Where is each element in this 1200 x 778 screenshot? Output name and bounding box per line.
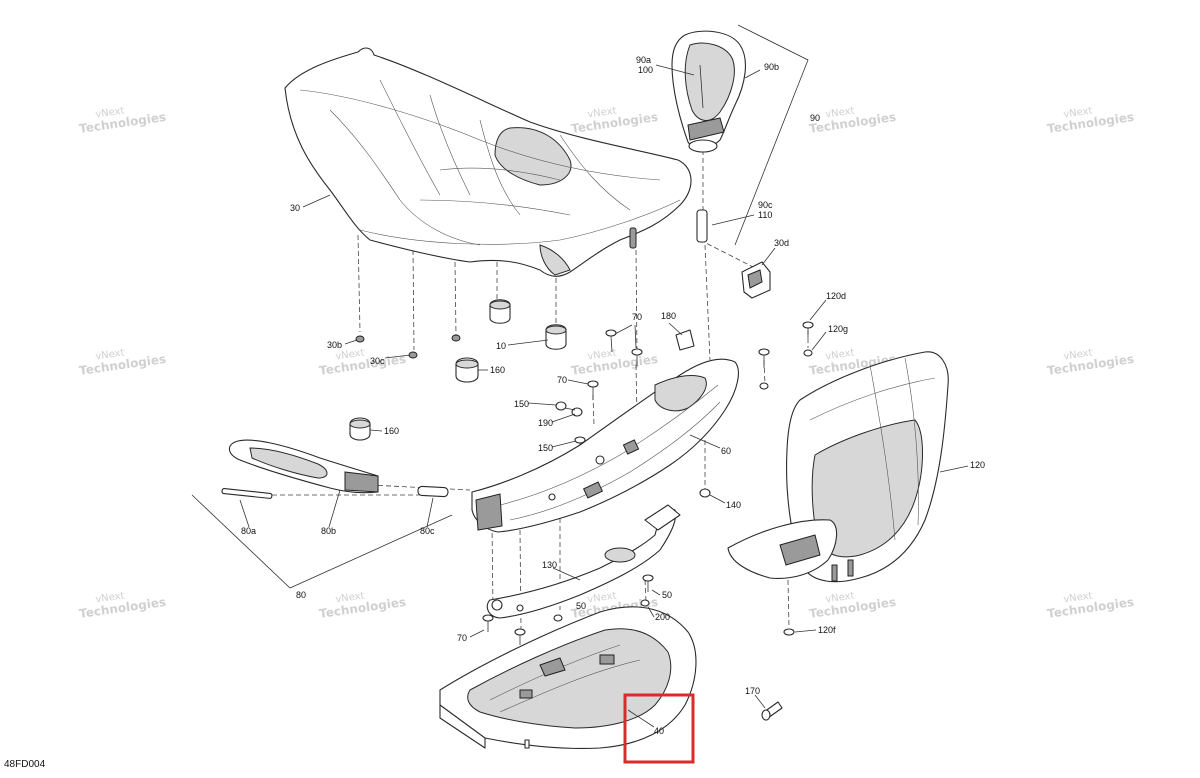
callout-120d[interactable]: 120d: [826, 291, 846, 301]
callout-70-bottom[interactable]: 70: [457, 633, 467, 643]
bolt: [605, 329, 617, 353]
watermark: vNext Technologies: [808, 590, 897, 620]
svg-text:vNext: vNext: [587, 347, 618, 362]
callout-100[interactable]: 100: [638, 65, 653, 75]
bolt: [758, 348, 770, 368]
part-backrest-pad: [671, 30, 746, 243]
part-center-frame: [471, 358, 739, 533]
watermark: vNext Technologies: [570, 347, 659, 377]
callout-90[interactable]: 90: [810, 113, 820, 123]
bolt: [802, 321, 814, 338]
watermark: vNext Technologies: [1046, 347, 1135, 377]
watermark: vNext Technologies: [78, 105, 167, 135]
callout-90c[interactable]: 90c: [758, 200, 773, 210]
callout-40[interactable]: 40: [654, 726, 664, 736]
callout-120g[interactable]: 120g: [828, 324, 848, 334]
callout-140[interactable]: 140: [726, 500, 741, 510]
bolt: [642, 574, 654, 592]
callout-70-top[interactable]: 70: [632, 312, 642, 322]
callout-90a[interactable]: 90a: [636, 55, 651, 65]
bolts: [482, 321, 814, 721]
callout-160-lower[interactable]: 160: [384, 426, 399, 436]
callout-70-mid[interactable]: 70: [557, 375, 567, 385]
svg-text:vNext: vNext: [825, 347, 856, 362]
callout-80[interactable]: 80: [296, 590, 306, 600]
callout-30d[interactable]: 30d: [774, 238, 789, 248]
svg-text:vNext: vNext: [335, 590, 366, 605]
svg-text:vNext: vNext: [587, 105, 618, 120]
callout-90b[interactable]: 90b: [764, 62, 779, 72]
svg-text:vNext: vNext: [95, 590, 126, 605]
bolt: [482, 614, 494, 632]
watermark: vNext Technologies: [1046, 105, 1135, 135]
part-clip-30d: [741, 261, 771, 299]
svg-text:vNext: vNext: [95, 347, 126, 362]
svg-text:vNext: vNext: [1063, 590, 1094, 605]
callout-30c[interactable]: 30c: [370, 356, 385, 366]
callout-180[interactable]: 180: [661, 311, 676, 321]
callout-190[interactable]: 190: [538, 418, 553, 428]
watermark: vNext Technologies: [78, 347, 167, 377]
callout-50-right[interactable]: 50: [662, 590, 672, 600]
bushing-part: [696, 209, 708, 243]
pin-170: [761, 701, 783, 721]
callout-60[interactable]: 60: [721, 446, 731, 456]
part-handle: [221, 439, 449, 499]
part-bracket: [486, 504, 681, 619]
part-backrest: [727, 351, 949, 583]
bolt: [631, 348, 643, 366]
callout-120[interactable]: 120: [970, 460, 985, 470]
callout-150-upper[interactable]: 150: [514, 399, 529, 409]
seat-latch: [629, 227, 637, 249]
callout-80a[interactable]: 80a: [241, 526, 256, 536]
callout-80c[interactable]: 80c: [420, 526, 435, 536]
callout-80b[interactable]: 80b: [321, 526, 336, 536]
callout-130[interactable]: 130: [542, 560, 557, 570]
leader-lines: [239, 64, 969, 728]
part-seat: [284, 47, 692, 277]
svg-text:vNext: vNext: [825, 105, 856, 120]
callout-160-upper[interactable]: 160: [490, 365, 505, 375]
bolt: [514, 628, 526, 645]
callout-120f[interactable]: 120f: [818, 625, 836, 635]
assembly-brackets: [191, 24, 809, 589]
callout-150-lower[interactable]: 150: [538, 443, 553, 453]
bracket-80: [191, 494, 453, 589]
svg-text:vNext: vNext: [335, 347, 366, 362]
svg-text:vNext: vNext: [1063, 347, 1094, 362]
diagram-code: 48FD004: [4, 759, 46, 770]
watermark: vNext Technologies: [1046, 590, 1135, 620]
callout-10[interactable]: 10: [496, 341, 506, 351]
watermark: vNext Technologies: [318, 590, 407, 620]
watermark: vNext Technologies: [78, 590, 167, 620]
svg-text:vNext: vNext: [95, 105, 126, 120]
callout-110[interactable]: 110: [758, 210, 772, 220]
callout-200[interactable]: 200: [655, 612, 670, 622]
watermark: vNext Technologies: [570, 105, 659, 135]
callout-30b[interactable]: 30b: [327, 340, 342, 350]
bracket-90: [734, 24, 809, 246]
callout-170[interactable]: 170: [745, 686, 760, 696]
callout-50-center[interactable]: 50: [576, 601, 586, 611]
svg-text:vNext: vNext: [587, 590, 618, 605]
highlight-box: [623, 693, 695, 764]
bolt: [587, 380, 599, 400]
callout-30[interactable]: 30: [290, 203, 300, 213]
svg-text:vNext: vNext: [825, 590, 856, 605]
bolt: [555, 401, 576, 411]
svg-text:vNext: vNext: [1063, 105, 1094, 120]
callouts: 90a 100 90b 90 30 90c 110 30d 30b 30c 10…: [241, 55, 985, 736]
assembly-axes: [264, 150, 809, 631]
watermark: vNext Technologies: [808, 105, 897, 135]
